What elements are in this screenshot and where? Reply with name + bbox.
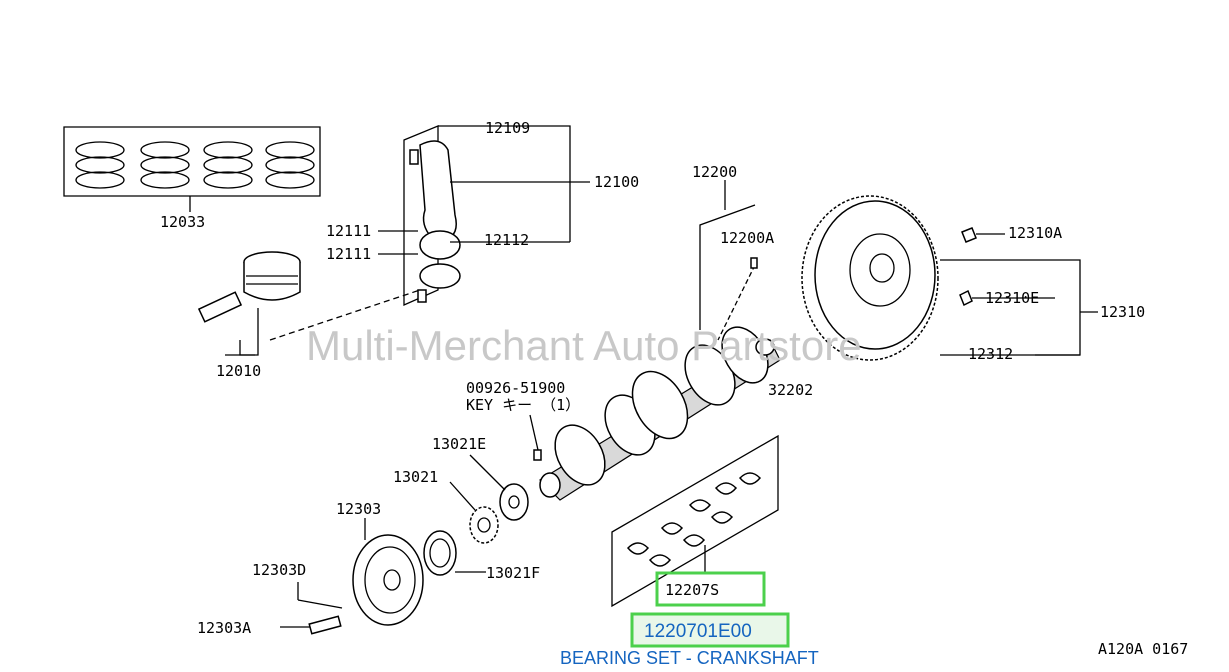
connecting-rod[interactable] [403,125,590,306]
label-12100: 12100 [594,173,639,191]
diagram-code: A120A 0167 [1098,640,1188,658]
label-13021f: 13021F [486,564,540,582]
label-12303d: 12303D [252,561,306,579]
crankshaft[interactable] [539,319,781,501]
label-32202: 32202 [768,381,813,399]
label-12207s: 12207S [665,581,719,599]
watermark: Multi-Merchant Auto Partstore [306,322,862,369]
crank-pulley[interactable] [280,518,424,635]
bearing-set[interactable] [611,434,779,608]
flywheel[interactable] [801,195,1098,361]
label-12200: 12200 [692,163,737,181]
label-12310e: 12310E [985,289,1039,307]
label-12310: 12310 [1100,303,1145,321]
highlight-description: BEARING SET - CRANKSHAFT [560,648,819,668]
crank-sprocket[interactable] [423,454,529,576]
label-12111-b: 12111 [326,245,371,263]
piston[interactable] [197,251,421,356]
piston-rings[interactable] [63,126,321,212]
label-12112: 12112 [484,231,529,249]
label-key-name: KEY キー （1） [466,396,580,414]
label-12310a: 12310A [1008,224,1062,242]
label-13021: 13021 [393,468,438,486]
label-12033: 12033 [160,213,205,231]
label-12200a: 12200A [720,229,774,247]
label-13021e: 13021E [432,435,486,453]
key[interactable] [533,449,542,461]
label-12109: 12109 [485,119,530,137]
label-12111-a: 12111 [326,222,371,240]
part-number-highlight[interactable] [630,612,790,648]
label-key-part: 00926-51900 [466,379,565,397]
label-12010: 12010 [216,362,261,380]
bearing-set-highlight-box [655,571,766,607]
highlight-part-number[interactable]: 1220701E00 [644,621,752,642]
label-12312: 12312 [968,345,1013,363]
label-12303a: 12303A [197,619,251,637]
label-12303: 12303 [336,500,381,518]
